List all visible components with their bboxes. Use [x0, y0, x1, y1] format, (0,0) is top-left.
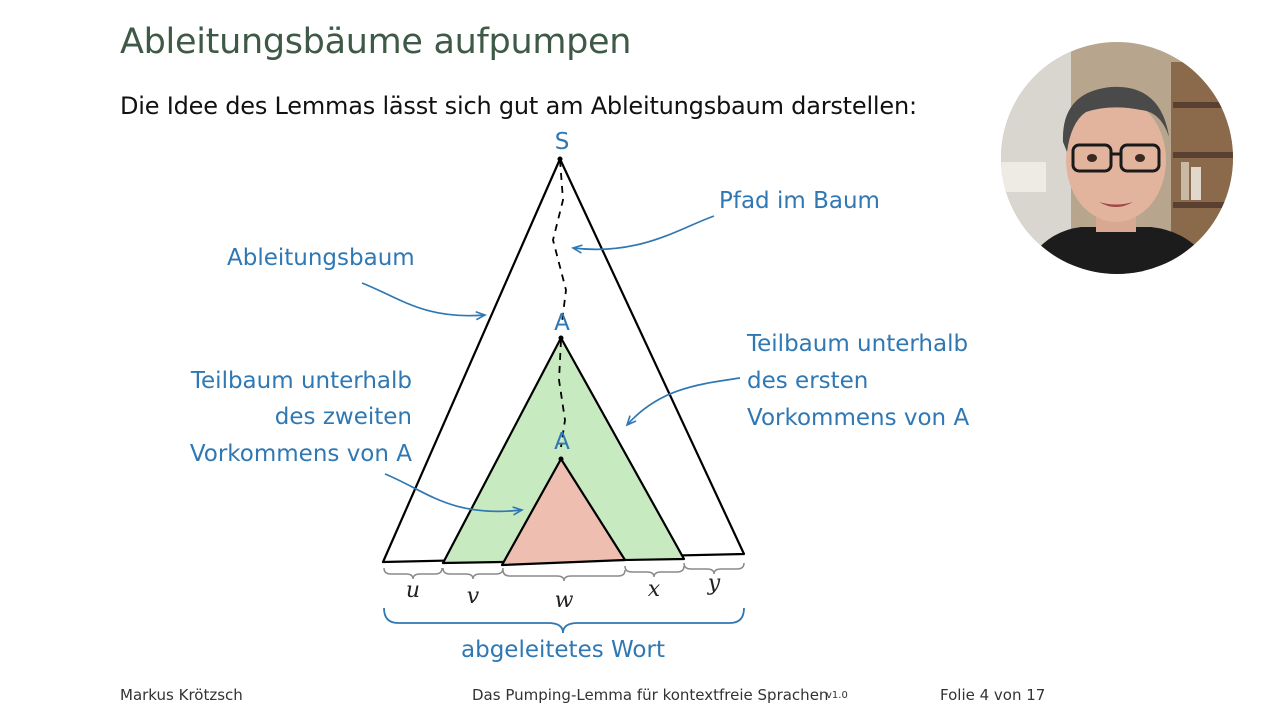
root-node-label: S — [555, 129, 570, 155]
root-node-dot — [557, 156, 563, 162]
path-arrow — [571, 215, 715, 254]
tree-arrow — [361, 282, 487, 321]
slide-title: Ableitungsbäume aufpumpen — [120, 22, 632, 62]
brace-w — [502, 569, 626, 582]
footer-slide-number: Folie 4 von 17 — [940, 686, 1046, 704]
brace-v — [442, 567, 504, 580]
part-label-x: x — [648, 577, 661, 602]
second-subtree-label-line1: Teilbaum unterhalb — [190, 368, 412, 394]
footer-course-title: Das Pumping-Lemma für kontextfreie Sprac… — [472, 686, 829, 704]
first-subtree-label-line1: Teilbaum unterhalb — [746, 331, 968, 357]
part-label-v: v — [467, 584, 480, 609]
first-subtree-label-line2: des ersten — [747, 368, 868, 394]
path-label: Pfad im Baum — [719, 188, 880, 214]
second-subtree-arrow — [384, 473, 524, 516]
node-a-upper-dot — [558, 335, 564, 341]
first-subtree-label-line3: Vorkommens von A — [747, 405, 969, 431]
second-subtree-label-line3: Vorkommens von A — [190, 441, 412, 467]
brace-whole-word — [383, 607, 745, 634]
second-subtree-triangle — [500, 457, 627, 567]
second-subtree-label-line2: des zweiten — [275, 404, 412, 430]
brace-y — [683, 562, 745, 575]
tree-path-dashed — [552, 159, 567, 448]
node-a-upper-label: A — [554, 310, 570, 336]
brace-x — [624, 565, 685, 578]
derived-word-label: abgeleitetes Wort — [461, 637, 665, 663]
part-label-y: y — [707, 571, 721, 596]
node-a-lower-label: A — [554, 429, 570, 455]
presenter-webcam-icon — [1001, 42, 1233, 274]
intro-text: Die Idee des Lemmas lässt sich gut am Ab… — [120, 92, 917, 120]
brace-u — [383, 567, 443, 580]
part-label-w: w — [555, 588, 574, 613]
part-label-u: u — [406, 578, 420, 603]
footer-version: v1.0 — [826, 690, 848, 701]
first-subtree-arrow — [625, 377, 741, 427]
node-a-lower-dot — [558, 456, 564, 462]
tree-label: Ableitungsbaum — [227, 245, 415, 271]
footer-author: Markus Krötzsch — [120, 686, 243, 704]
